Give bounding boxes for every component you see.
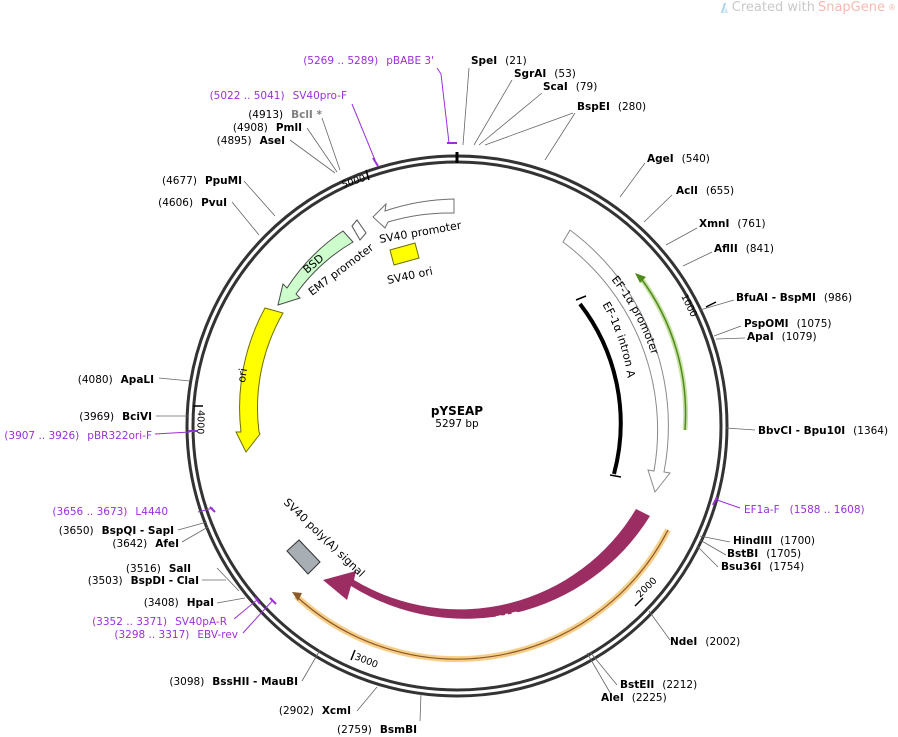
site-xmni[interactable]: XmnI(761) [699,218,766,230]
site-apai[interactable]: ApaI(1079) [747,331,817,343]
snapgene-logo-icon [720,2,728,13]
site-sgrai[interactable]: SgrAI(53) [514,68,576,80]
plasmid-name: pYSEAP [431,404,483,418]
site-labels: SpeI(21) SgrAI(53) ScaI(79) BspEI(280) A… [4,55,888,736]
watermark-registered-mark: ® [888,3,896,12]
plasmid-size: 5297 bp [435,418,479,430]
site-acli[interactable]: AclI(655) [676,185,734,197]
primer-leader-lines [154,67,741,634]
ef1a-primer-arrow-head [635,273,646,283]
seap-highlight-arrow-head [292,592,302,601]
site-bbvci-bpu10i[interactable]: BbvCI - Bpu10I(1364) [758,425,888,437]
ori-feature[interactable]: ori [235,307,284,453]
site-bcli[interactable]: (4913)BclI * [248,109,322,121]
primer-sv40pa-r[interactable]: (3352 .. 3371)SV40pA-R [92,616,227,628]
sv40-polya-label: SV40 poly(A) signal [281,496,367,580]
sv40-ori-label: SV40 ori [386,265,434,287]
site-pmli[interactable]: (4908)PmlI [233,122,302,134]
site-spei[interactable]: SpeI(21) [471,55,527,67]
watermark-prefix: Created with [731,0,815,15]
site-bsu36i[interactable]: Bsu36I(1754) [721,561,804,573]
site-leader-lines [156,67,756,722]
primer-ebv-rev[interactable]: (3298 .. 3317)EBV-rev [114,629,238,641]
site-bspdi-clai[interactable]: (3503)BspDI - ClaI [88,575,199,587]
snapgene-watermark: Created with SnapGene® [719,0,896,15]
site-hindiii[interactable]: HindIII(1700) [733,535,815,547]
seap-outline-arc [295,529,669,660]
site-agei[interactable]: AgeI(540) [647,153,710,165]
primer-pbr322ori-f[interactable]: (3907 .. 3926)pBR322ori-F [4,430,152,442]
site-bspqi-sapi[interactable]: (3650)BspQI - SapI [59,525,174,537]
site-asei[interactable]: (4895)AseI [217,135,285,147]
site-ndei[interactable]: NdeI(2002) [670,636,740,648]
primer-pbabe-3[interactable]: (5269 .. 5289)pBABE 3' [303,55,434,67]
site-bsteii[interactable]: BstEII(2212) [620,679,697,691]
sv40-polya-feature[interactable]: SV40 poly(A) signal [281,496,367,580]
site-scai[interactable]: ScaI(79) [543,81,597,93]
primer-l4440[interactable]: (3656 .. 3673)L4440 [52,506,168,518]
site-bspei[interactable]: BspEI(280) [577,101,646,113]
scale-label-3000: 3000 [353,652,380,671]
site-aflii[interactable]: AflII(841) [714,243,774,255]
ef1a-intron-feature[interactable]: EF-1α intron A [575,295,638,478]
site-afei[interactable]: (3642)AfeI [112,538,179,550]
site-bstbi[interactable]: BstBI(1705) [727,548,801,560]
site-pspomi[interactable]: PspOMI(1075) [744,318,831,330]
scale-label-1000: 1000 [678,292,698,319]
site-ppumi[interactable]: (4677)PpuMI [162,175,242,187]
site-apali[interactable]: (4080)ApaLI [78,374,154,386]
scale-label-4000: 4000 [194,410,206,435]
scale-label-5000: 5000 [341,173,367,191]
site-hpai[interactable]: (3408)HpaI [144,597,214,609]
primer-ef1a-f[interactable]: EF1a-F(1588 .. 1608) [744,504,865,516]
site-pvui[interactable]: (4606)PvuI [158,197,227,209]
ori-label: ori [235,367,250,383]
site-bsmbi[interactable]: (2759)BsmBI [337,724,417,736]
sv40-promoter-feature[interactable]: SV40 promoter [372,198,463,246]
primer-sv40pro-f[interactable]: (5022 .. 5041)SV40pro-F [210,90,347,102]
site-bsshii-maubi[interactable]: (3098)BssHII - MauBI [169,676,298,688]
site-bfuai-bspmi[interactable]: BfuAI - BspMI(986) [736,292,852,304]
site-xcmi[interactable]: (2902)XcmI [279,705,351,717]
site-sali[interactable]: (3516)SalI [126,563,191,575]
ef1a-f-primer-arrow [639,276,687,431]
sv40-promoter-label: SV40 promoter [378,219,463,246]
site-bcivi[interactable]: (3969)BciVI [79,411,152,423]
sv40-ori-feature[interactable]: SV40 ori [386,242,434,287]
watermark-brand: SnapGene [817,0,885,15]
scale-tick-3000: 3000 [350,649,380,671]
scale-tick-4000: 4000 [193,405,206,435]
site-alei[interactable]: AleI(2225) [601,692,667,704]
